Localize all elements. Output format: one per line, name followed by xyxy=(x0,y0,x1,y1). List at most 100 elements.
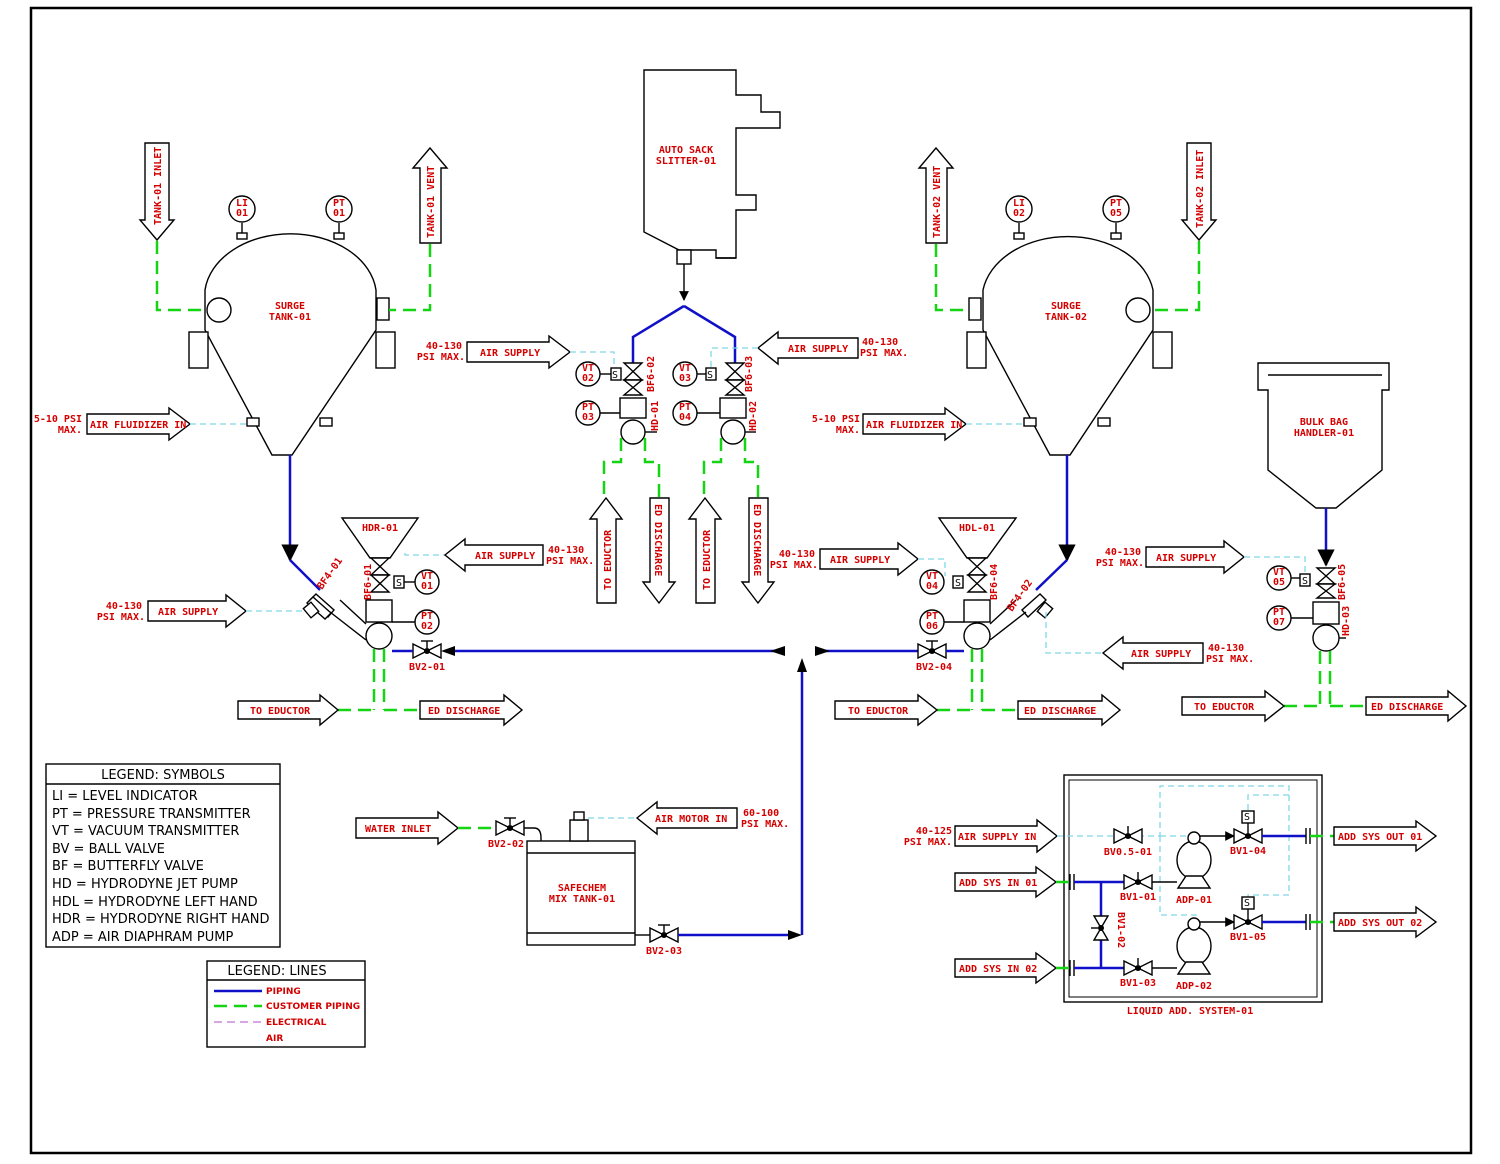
svg-text:TANK-02 INLET: TANK-02 INLET xyxy=(1195,150,1206,228)
svg-text:PSI MAX.: PSI MAX. xyxy=(546,556,594,567)
air-supply-hd02-arrow: AIR SUPPLY 40-130 PSI MAX. xyxy=(756,330,908,366)
surge-tank-02: SURGE TANK-02 xyxy=(966,223,1173,456)
hd-02-assembly: S BF6-03 HD-02 xyxy=(705,356,759,445)
svg-text:HANDLER-01: HANDLER-01 xyxy=(1294,428,1354,439)
svg-text:BV1-02: BV1-02 xyxy=(1115,912,1126,948)
air-supply-hd01-arrow: AIR SUPPLY 40-130 PSI MAX. xyxy=(417,334,572,370)
svg-text:BF6-05: BF6-05 xyxy=(1337,564,1348,600)
ball-valve-bv1-01: BV1-01 xyxy=(1120,872,1156,903)
svg-text:S: S xyxy=(396,578,402,589)
surge-tank-01-label-line2: TANK-01 xyxy=(269,312,311,323)
svg-text:VT: VT xyxy=(421,571,433,582)
svg-text:03: 03 xyxy=(582,412,594,423)
svg-text:SLITTER-01: SLITTER-01 xyxy=(656,156,716,167)
svg-text:AIR SUPPLY IN: AIR SUPPLY IN xyxy=(958,832,1036,843)
ball-valve-bv1-03: BV1-03 xyxy=(1120,958,1156,989)
svg-text:BULK BAG: BULK BAG xyxy=(1300,417,1348,428)
svg-text:BV1-03: BV1-03 xyxy=(1120,978,1156,989)
svg-text:BF6-02: BF6-02 xyxy=(646,356,657,392)
tank-02-inlet-arrow: TANK-02 INLET xyxy=(1180,142,1218,242)
svg-text:TO EDUCTOR: TO EDUCTOR xyxy=(702,529,713,590)
legend-symbol-item: ADP = AIR DIAPHRAM PUMP xyxy=(52,930,233,945)
svg-text:40-130: 40-130 xyxy=(106,601,142,612)
svg-text:PT: PT xyxy=(679,402,691,413)
air-diaphragm-pump-adp-01: ADP-01 xyxy=(1176,831,1212,906)
instrument-pt-01: PT 01 xyxy=(325,195,353,223)
svg-text:VT: VT xyxy=(679,363,691,374)
svg-text:ADP-01: ADP-01 xyxy=(1176,895,1212,906)
svg-text:AIR SUPPLY: AIR SUPPLY xyxy=(788,344,848,355)
air-diaphragm-pump-adp-02: ADP-02 xyxy=(1176,917,1212,992)
svg-text:02: 02 xyxy=(1013,208,1025,219)
tank-01-inlet-arrow: TANK-01 INLET xyxy=(138,142,176,242)
svg-text:07: 07 xyxy=(1273,617,1285,628)
air-supply-hdr01-arrow: AIR SUPPLY 40-130 PSI MAX. xyxy=(443,537,594,573)
svg-text:ED DISCHARGE: ED DISCHARGE xyxy=(1371,702,1443,713)
svg-text:MAX.: MAX. xyxy=(836,425,860,436)
add-sys-out-02-arrow: ADD SYS OUT 02 xyxy=(1333,905,1438,939)
svg-text:04: 04 xyxy=(926,581,938,592)
instrument-pt-03: PT 03 xyxy=(575,400,601,426)
svg-text:ED DISCHARGE: ED DISCHARGE xyxy=(1024,706,1096,717)
svg-text:05: 05 xyxy=(1110,208,1122,219)
air-supply-bf4-02-arrow: AIR SUPPLY 40-130 PSI MAX. xyxy=(1101,635,1254,671)
svg-text:LI: LI xyxy=(1013,198,1025,209)
svg-text:HD-02: HD-02 xyxy=(748,401,759,431)
to-eductor-hd03-arrow: TO EDUCTOR xyxy=(1181,689,1286,723)
svg-text:AIR SUPPLY: AIR SUPPLY xyxy=(1156,553,1216,564)
air-fluidizer-in-02-arrow: AIR FLUIDIZER IN 5-10 PSI MAX. xyxy=(812,406,968,442)
ed-discharge-hd01-arrow: ED DISCHARGE xyxy=(641,497,677,605)
ball-valve-bv0-5-01: BV0.5-01 xyxy=(1104,826,1152,858)
svg-text:VT: VT xyxy=(1273,567,1285,578)
legend-symbols-title: LEGEND: SYMBOLS xyxy=(101,768,225,783)
svg-text:AIR SUPPLY: AIR SUPPLY xyxy=(830,555,890,566)
svg-text:PSI MAX.: PSI MAX. xyxy=(860,348,908,359)
svg-text:40-130: 40-130 xyxy=(548,545,584,556)
surge-tank-01: SURGE TANK-01 xyxy=(188,223,396,456)
legend-symbol-item: BF = BUTTERFLY VALVE xyxy=(52,859,204,874)
svg-text:40-130: 40-130 xyxy=(1105,547,1141,558)
svg-text:BV2-02: BV2-02 xyxy=(488,839,524,850)
svg-text:5-10 PSI: 5-10 PSI xyxy=(812,414,860,425)
svg-text:01: 01 xyxy=(333,208,345,219)
svg-text:AIR SUPPLY: AIR SUPPLY xyxy=(480,348,540,359)
svg-text:06: 06 xyxy=(926,621,938,632)
water-inlet-arrow: WATER INLET xyxy=(355,810,460,846)
svg-text:HD-03: HD-03 xyxy=(1341,606,1352,636)
svg-text:AIR SUPPLY: AIR SUPPLY xyxy=(1131,649,1191,660)
hdl-01-assembly: HDL-01 S BF6-04 BF4-02 xyxy=(937,517,1054,650)
tank-02-vent-arrow: TANK-02 VENT xyxy=(917,146,955,244)
svg-text:BV2-01: BV2-01 xyxy=(409,662,445,673)
svg-text:WATER INLET: WATER INLET xyxy=(365,824,431,835)
svg-text:05: 05 xyxy=(1273,577,1285,588)
ball-valve-bv2-03: BV2-03 xyxy=(646,924,682,957)
instrument-pt-06: PT 06 xyxy=(919,609,945,635)
svg-text:PSI MAX.: PSI MAX. xyxy=(770,560,818,571)
legend-symbols: LEGEND: SYMBOLS LI = LEVEL INDICATOR PT … xyxy=(45,763,281,948)
svg-text:AIR SUPPLY: AIR SUPPLY xyxy=(158,607,218,618)
svg-text:BV1-04: BV1-04 xyxy=(1230,846,1266,857)
svg-text:02: 02 xyxy=(421,621,433,632)
svg-text:ADP-02: ADP-02 xyxy=(1176,981,1212,992)
svg-text:TANK-01 VENT: TANK-01 VENT xyxy=(426,166,437,238)
svg-text:TO EDUCTOR: TO EDUCTOR xyxy=(848,706,909,717)
legend-symbol-item: LI = LEVEL INDICATOR xyxy=(52,789,198,804)
legend-symbol-item: HDL = HYDRODYNE LEFT HAND xyxy=(52,895,258,910)
svg-text:PSI MAX.: PSI MAX. xyxy=(97,612,145,623)
instrument-pt-02: PT 02 xyxy=(414,609,440,635)
ball-valve-bv1-05: S BV1-05 xyxy=(1230,896,1266,943)
svg-text:VT: VT xyxy=(582,363,594,374)
svg-text:BV1-05: BV1-05 xyxy=(1230,932,1266,943)
svg-text:PT: PT xyxy=(333,198,345,209)
legend-line-item: PIPING xyxy=(266,987,301,997)
instrument-vt-01: VT 01 xyxy=(414,569,440,595)
svg-text:TO EDUCTOR: TO EDUCTOR xyxy=(250,706,311,717)
svg-text:BV2-03: BV2-03 xyxy=(646,946,682,957)
svg-text:BF4-01: BF4-01 xyxy=(315,556,345,592)
svg-text:ADD SYS IN 02: ADD SYS IN 02 xyxy=(959,964,1037,975)
svg-text:VT: VT xyxy=(926,571,938,582)
svg-text:AIR FLUIDIZER IN: AIR FLUIDIZER IN xyxy=(90,420,186,431)
svg-text:PT: PT xyxy=(1110,198,1122,209)
svg-text:AUTO SACK: AUTO SACK xyxy=(659,145,713,156)
surge-tank-01-label-line1: SURGE xyxy=(275,301,305,312)
